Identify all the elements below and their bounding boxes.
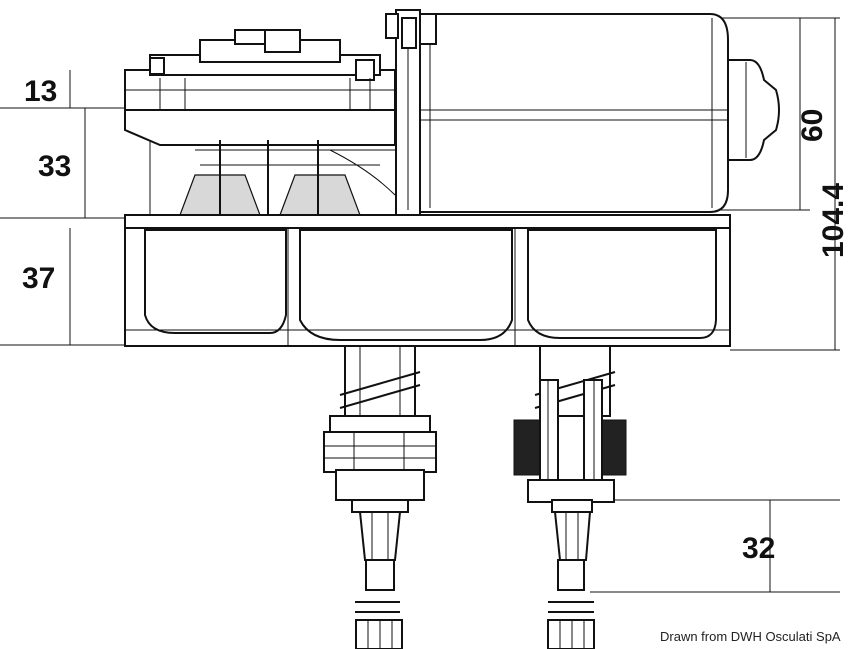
drawing-credit: Drawn from DWH Osculati SpA — [660, 629, 841, 644]
dimension-label-32: 32 — [742, 532, 775, 565]
dimension-label-37: 37 — [22, 262, 55, 295]
right-shaft — [513, 345, 627, 649]
left-shaft — [323, 345, 437, 649]
dimension-label-13: 13 — [24, 75, 57, 108]
base-housing — [124, 214, 731, 347]
motor-flange — [385, 9, 437, 216]
right-dimension-lines — [590, 17, 840, 593]
gearbox-cover — [124, 29, 396, 146]
gear-section — [149, 140, 396, 216]
motor-cylinder — [419, 13, 780, 213]
dimension-label-60: 60 — [796, 109, 829, 142]
dimension-label-33: 33 — [38, 150, 71, 183]
dimension-label-104-4: 104.4 — [817, 183, 850, 258]
